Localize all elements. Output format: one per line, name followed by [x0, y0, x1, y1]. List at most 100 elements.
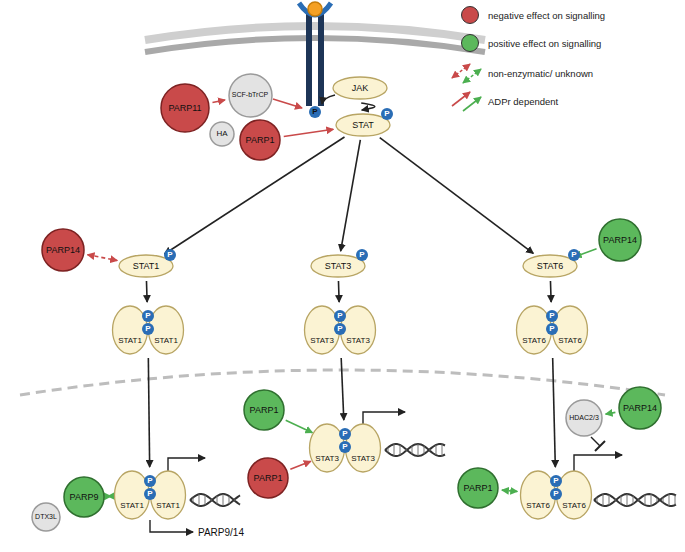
phospho-mark: P	[339, 428, 351, 440]
dna-rung	[217, 496, 218, 504]
dna-rung	[651, 494, 652, 506]
legend-text: positive effect on signalling	[488, 38, 601, 49]
protein-circle: SCF-bTrCP	[228, 73, 273, 118]
node-label: STAT3	[325, 261, 352, 271]
node-label: STAT1	[118, 336, 142, 345]
stat-monomer: STATP	[335, 107, 395, 137]
node-label: STAT1	[120, 501, 144, 510]
dna-rung	[669, 494, 670, 506]
protein-circle: PARP14	[598, 218, 642, 262]
phospho-mark: P	[144, 488, 156, 500]
dna-rung	[211, 499, 212, 501]
node-label: PARP1	[254, 473, 283, 483]
node-label: STAT6	[562, 501, 586, 510]
protein-circle: PARP9	[63, 476, 105, 518]
legend-swatch	[461, 34, 479, 52]
transcription-arrow	[363, 412, 405, 424]
dna-rung	[615, 499, 616, 501]
node-label: STAT3	[346, 336, 370, 345]
phospho-mark: P	[550, 488, 562, 500]
signal-connector	[284, 129, 334, 136]
phospho-mark: P	[309, 106, 321, 118]
protein-circle: PARP14	[618, 386, 662, 430]
inhibition-arrow	[273, 99, 302, 108]
node-label: PARP11	[168, 103, 201, 113]
node-label: STAT	[352, 120, 374, 130]
dna-rung	[412, 446, 413, 454]
protein-circle: PARP11	[160, 83, 210, 133]
dna-rung	[430, 449, 431, 451]
phospho-mark: P	[356, 249, 368, 261]
dna-rung	[627, 494, 628, 506]
dna-rung	[388, 448, 389, 453]
signal-connector	[146, 281, 148, 302]
node-label: STAT3	[310, 336, 334, 345]
expression-arrow	[150, 520, 193, 532]
protein-circle: PARP1	[247, 457, 289, 499]
dna-rung	[645, 495, 646, 505]
dna-rung	[193, 498, 194, 503]
dna-rung	[205, 495, 206, 505]
legend-text: non-enzymatic/ unknown	[488, 68, 593, 79]
node-label: STAT6	[537, 261, 564, 271]
dna-rung	[400, 445, 401, 455]
dna-strand	[385, 444, 445, 456]
dna-helix	[594, 494, 676, 506]
node-label: HA	[216, 129, 227, 138]
phospho-mark: P	[142, 310, 154, 322]
protein-circle: PARP1	[243, 389, 285, 431]
node-label: JAK	[352, 83, 369, 93]
legend-text: ADPr dependent	[488, 96, 558, 107]
dna-rung	[406, 449, 407, 451]
receptor-chain	[306, 14, 312, 106]
signal-connector	[341, 358, 344, 420]
membrane-band	[145, 38, 485, 52]
stat-monomer: STAT3 P	[310, 248, 370, 278]
kinase-oval: JAK	[332, 76, 388, 100]
phospho-mark: P	[568, 249, 580, 261]
transcription-arrow	[574, 455, 622, 471]
phosphorylation-arrow	[322, 95, 335, 104]
dna-rung	[675, 495, 676, 505]
node-label: STAT3	[315, 454, 339, 463]
node-label: STAT6	[526, 501, 550, 510]
inhibition-line	[591, 437, 600, 446]
legend-swatch	[461, 6, 479, 24]
protein-circle: PARP14	[41, 228, 85, 272]
dna-helix	[190, 494, 240, 506]
legend-line-sample	[452, 92, 470, 106]
signal-connector	[148, 358, 149, 467]
dna-rung	[663, 497, 664, 502]
stat-dimer: STAT3PPSTAT3	[304, 305, 376, 355]
phospho-mark: P	[546, 323, 558, 335]
node-label: PARP1	[464, 483, 493, 493]
protein-circle: PARP1	[239, 119, 281, 161]
protein-circle: HDAC2/3	[565, 399, 603, 437]
dna-rung	[394, 444, 395, 456]
stat-dimer: STAT1PPSTAT1	[112, 305, 184, 355]
protein-circle: PARP1	[457, 467, 499, 509]
dna-rung	[418, 444, 419, 456]
signal-connector	[108, 495, 111, 497]
signal-connector	[341, 140, 361, 251]
ligand	[308, 2, 322, 16]
gene-label: PARP9/14	[198, 527, 244, 538]
stat-dimer: STAT3PPSTAT3	[309, 423, 381, 473]
node-label: STAT1	[133, 261, 160, 271]
protein-circle: DTX3L	[31, 502, 61, 532]
signal-connector	[553, 358, 556, 467]
node-label: PARP14	[603, 235, 637, 245]
dna-rung	[621, 496, 622, 504]
node-label: HDAC2/3	[569, 414, 599, 422]
stat-monomer: STAT1P	[118, 248, 178, 278]
dna-strand	[385, 444, 445, 456]
dna-rung	[223, 494, 224, 506]
dna-rung	[657, 498, 658, 503]
phospho-mark: P	[144, 475, 156, 487]
node-label: STAT1	[154, 336, 178, 345]
signal-connector	[286, 420, 313, 432]
dna-strand	[594, 494, 676, 506]
phospho-mark: P	[334, 323, 346, 335]
node-label: PARP1	[250, 405, 279, 415]
node-label: PARP14	[46, 245, 80, 255]
